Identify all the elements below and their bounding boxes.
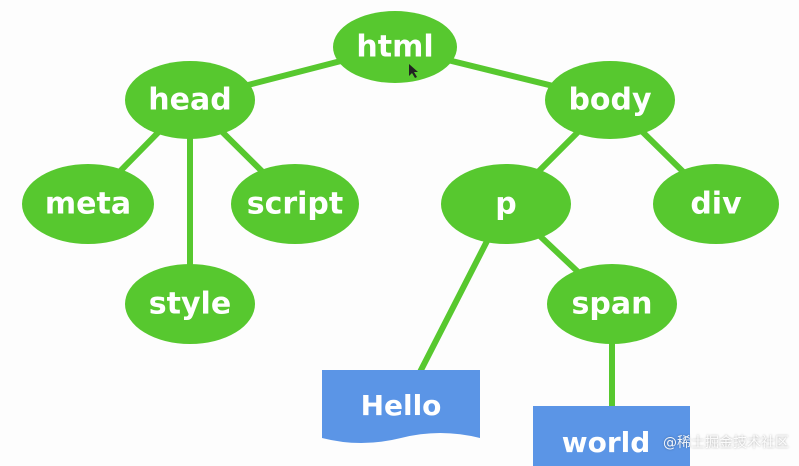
watermark: @稀土掘金技术社区	[663, 435, 789, 451]
node-label-div: div	[690, 187, 742, 222]
node-meta: meta	[22, 164, 154, 244]
node-label-script: script	[247, 187, 344, 222]
node-style: style	[125, 264, 255, 344]
node-body: body	[545, 61, 675, 139]
node-label-style: style	[149, 287, 231, 322]
text-node-label-world: world	[562, 426, 651, 459]
node-label-html: html	[356, 30, 433, 65]
text-node-hello: Hello	[322, 370, 480, 443]
node-head: head	[125, 61, 255, 139]
text-node-world: world	[533, 406, 690, 466]
node-p: p	[441, 164, 571, 244]
node-html: html	[333, 11, 457, 83]
node-div: div	[653, 164, 779, 244]
node-label-p: p	[495, 187, 516, 222]
node-label-head: head	[148, 83, 231, 118]
node-span: span	[547, 264, 677, 344]
node-label-body: body	[568, 83, 652, 118]
node-label-span: span	[572, 287, 653, 322]
node-label-meta: meta	[45, 187, 131, 222]
node-script: script	[231, 164, 359, 244]
text-node-label-hello: Hello	[361, 389, 442, 422]
mouse-cursor-icon	[409, 64, 418, 78]
